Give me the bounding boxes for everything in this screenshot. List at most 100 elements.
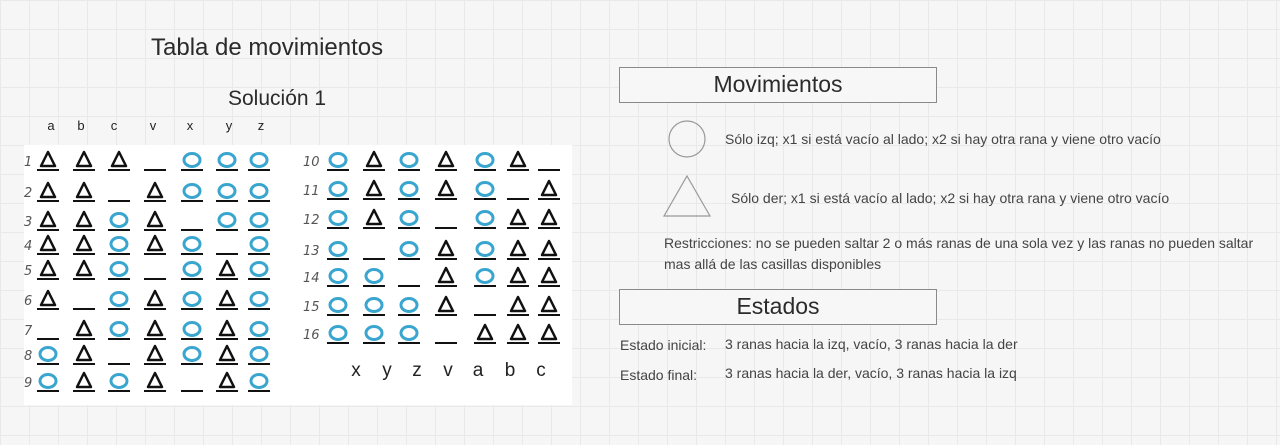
- left-table-row4-cell0-triangle: [39, 234, 57, 252]
- right-table-row11-cell3-triangle: [437, 179, 455, 197]
- right-table-row13-cell0-circle: [328, 241, 348, 257]
- left-table-row1-cell0-triangle: [39, 150, 57, 168]
- right-table-row14-cell4-circle: [475, 268, 495, 284]
- left-table-row9-cell1-triangle: [75, 371, 93, 389]
- bottom-header-b: b: [504, 360, 516, 381]
- left-table-row2-cell4-circle: [182, 183, 202, 199]
- left-table-row2-cell0-triangle: [39, 181, 57, 199]
- left-table-row3-cell3-triangle: [146, 210, 164, 228]
- estados-title: Estados: [736, 293, 820, 319]
- left-table-row3-cell2-circle: [109, 212, 129, 228]
- left-table-row8-cell5-triangle: [218, 344, 236, 362]
- bottom-header-z: z: [412, 360, 422, 381]
- triangle-rule-text: Sólo der; x1 si está vacío al lado; x2 s…: [731, 190, 1170, 206]
- right-table-row15-cell2-circle: [399, 297, 419, 313]
- right-table-row10-cell5-triangle: [509, 150, 527, 168]
- bottom-header-a: a: [472, 360, 484, 381]
- right-table-row12-cell2-circle: [399, 210, 419, 226]
- triangle-legend-icon: [662, 174, 712, 217]
- right-table-row10-cell4-circle: [475, 152, 495, 168]
- right-table-row14-cell5-triangle: [509, 266, 527, 284]
- right-table-row13-cell2-circle: [399, 241, 419, 257]
- left-table-row1-cell4-circle: [182, 152, 202, 168]
- right-table-row11-cell4-circle: [475, 181, 495, 197]
- left-table-row2-cell3-triangle: [146, 181, 164, 199]
- left-table-row7-cell3-triangle: [146, 319, 164, 337]
- left-table-row6-cell5-triangle: [218, 289, 236, 307]
- left-table-row8-cell1-triangle: [75, 344, 93, 362]
- left-table-row4-cell3-triangle: [146, 234, 164, 252]
- left-table-row5-cell6-circle: [249, 261, 269, 277]
- left-table-row6-cell3-triangle: [146, 289, 164, 307]
- right-table-row12-cell6-triangle: [540, 208, 558, 226]
- left-table-row7-cell2-circle: [109, 321, 129, 337]
- right-table-row16-cell1-circle: [364, 325, 384, 341]
- left-table-row7-cell4-circle: [182, 321, 202, 337]
- right-table-step-label: 12: [303, 213, 320, 228]
- page-title: Tabla de movimientos: [151, 34, 384, 61]
- column-header-x: x: [186, 118, 194, 133]
- initial-state-value: 3 ranas hacia la izq, vacío, 3 ranas hac…: [725, 336, 1018, 352]
- right-table-row13-cell5-triangle: [509, 239, 527, 257]
- column-header-v: v: [149, 118, 157, 133]
- right-table-row13-cell4-circle: [475, 241, 495, 257]
- right-table-row12-cell4-circle: [475, 210, 495, 226]
- left-table-row3-cell1-triangle: [75, 210, 93, 228]
- initial-state-label: Estado inicial:: [620, 337, 707, 353]
- right-table-row16-cell0-circle: [328, 325, 348, 341]
- solution-title: Solución 1: [228, 87, 327, 110]
- final-state-label: Estado final:: [620, 367, 698, 383]
- right-table-row13-cell6-triangle: [540, 239, 558, 257]
- right-table-row11-cell6-triangle: [540, 179, 558, 197]
- left-table-row5-cell1-triangle: [75, 259, 93, 277]
- right-table-row15-cell5-triangle: [509, 295, 527, 313]
- right-table-row15-cell3-triangle: [437, 295, 455, 313]
- left-table-step-label: 7: [24, 324, 33, 339]
- left-table-row7-cell6-circle: [249, 321, 269, 337]
- right-table-row15-cell1-circle: [364, 297, 384, 313]
- right-table-step-label: 13: [303, 244, 320, 259]
- right-table-step-label: 10: [303, 155, 320, 170]
- bottom-header-y: y: [382, 360, 392, 381]
- left-table-row5-cell2-circle: [109, 261, 129, 277]
- right-table-row10-cell2-circle: [399, 152, 419, 168]
- left-table-row6-cell4-circle: [182, 291, 202, 307]
- left-table-step-label: 6: [24, 294, 32, 309]
- movimientos-header: Movimientos: [619, 67, 937, 103]
- left-table-row5-cell4-circle: [182, 261, 202, 277]
- left-table-row4-cell4-circle: [182, 236, 202, 252]
- column-header-a: a: [47, 118, 55, 133]
- left-table-step-label: 9: [24, 376, 32, 391]
- left-table-row2-cell1-triangle: [75, 181, 93, 199]
- circle-rule-text: Sólo izq; x1 si está vacío al lado; x2 s…: [725, 131, 1161, 147]
- column-header-c: c: [110, 118, 118, 133]
- left-table-step-label: 1: [24, 155, 32, 170]
- right-table-row10-cell0-circle: [328, 152, 348, 168]
- left-table-step-label: 4: [24, 239, 32, 254]
- left-table-row7-cell1-triangle: [75, 319, 93, 337]
- right-table-row14-cell1-circle: [364, 268, 384, 284]
- right-table-row11-cell0-circle: [328, 181, 348, 197]
- right-table-row16-cell6-triangle: [540, 323, 558, 341]
- column-header-y: y: [225, 118, 233, 133]
- left-table-row1-cell6-circle: [249, 152, 269, 168]
- left-table-row6-cell6-circle: [249, 291, 269, 307]
- left-table-row8-cell4-circle: [182, 346, 202, 362]
- bottom-header-c: c: [536, 360, 546, 381]
- movimientos-title: Movimientos: [713, 71, 843, 97]
- right-table-row11-cell1-triangle: [365, 179, 383, 197]
- right-table-row10-cell1-triangle: [365, 150, 383, 168]
- right-table-step-label: 16: [303, 328, 320, 343]
- right-table-row12-cell1-triangle: [365, 208, 383, 226]
- left-table-row5-cell0-triangle: [39, 259, 57, 277]
- column-header-z: z: [257, 118, 265, 133]
- left-table-row5-cell5-triangle: [218, 259, 236, 277]
- bottom-header-x: x: [351, 360, 361, 381]
- left-table-row8-cell0-circle: [38, 346, 58, 362]
- right-table-row16-cell4-triangle: [476, 323, 494, 341]
- restrictions-text: Restricciones: no se pueden saltar 2 o m…: [664, 235, 1254, 272]
- circle-legend-icon: [668, 120, 706, 158]
- left-table-row8-cell6-circle: [249, 346, 269, 362]
